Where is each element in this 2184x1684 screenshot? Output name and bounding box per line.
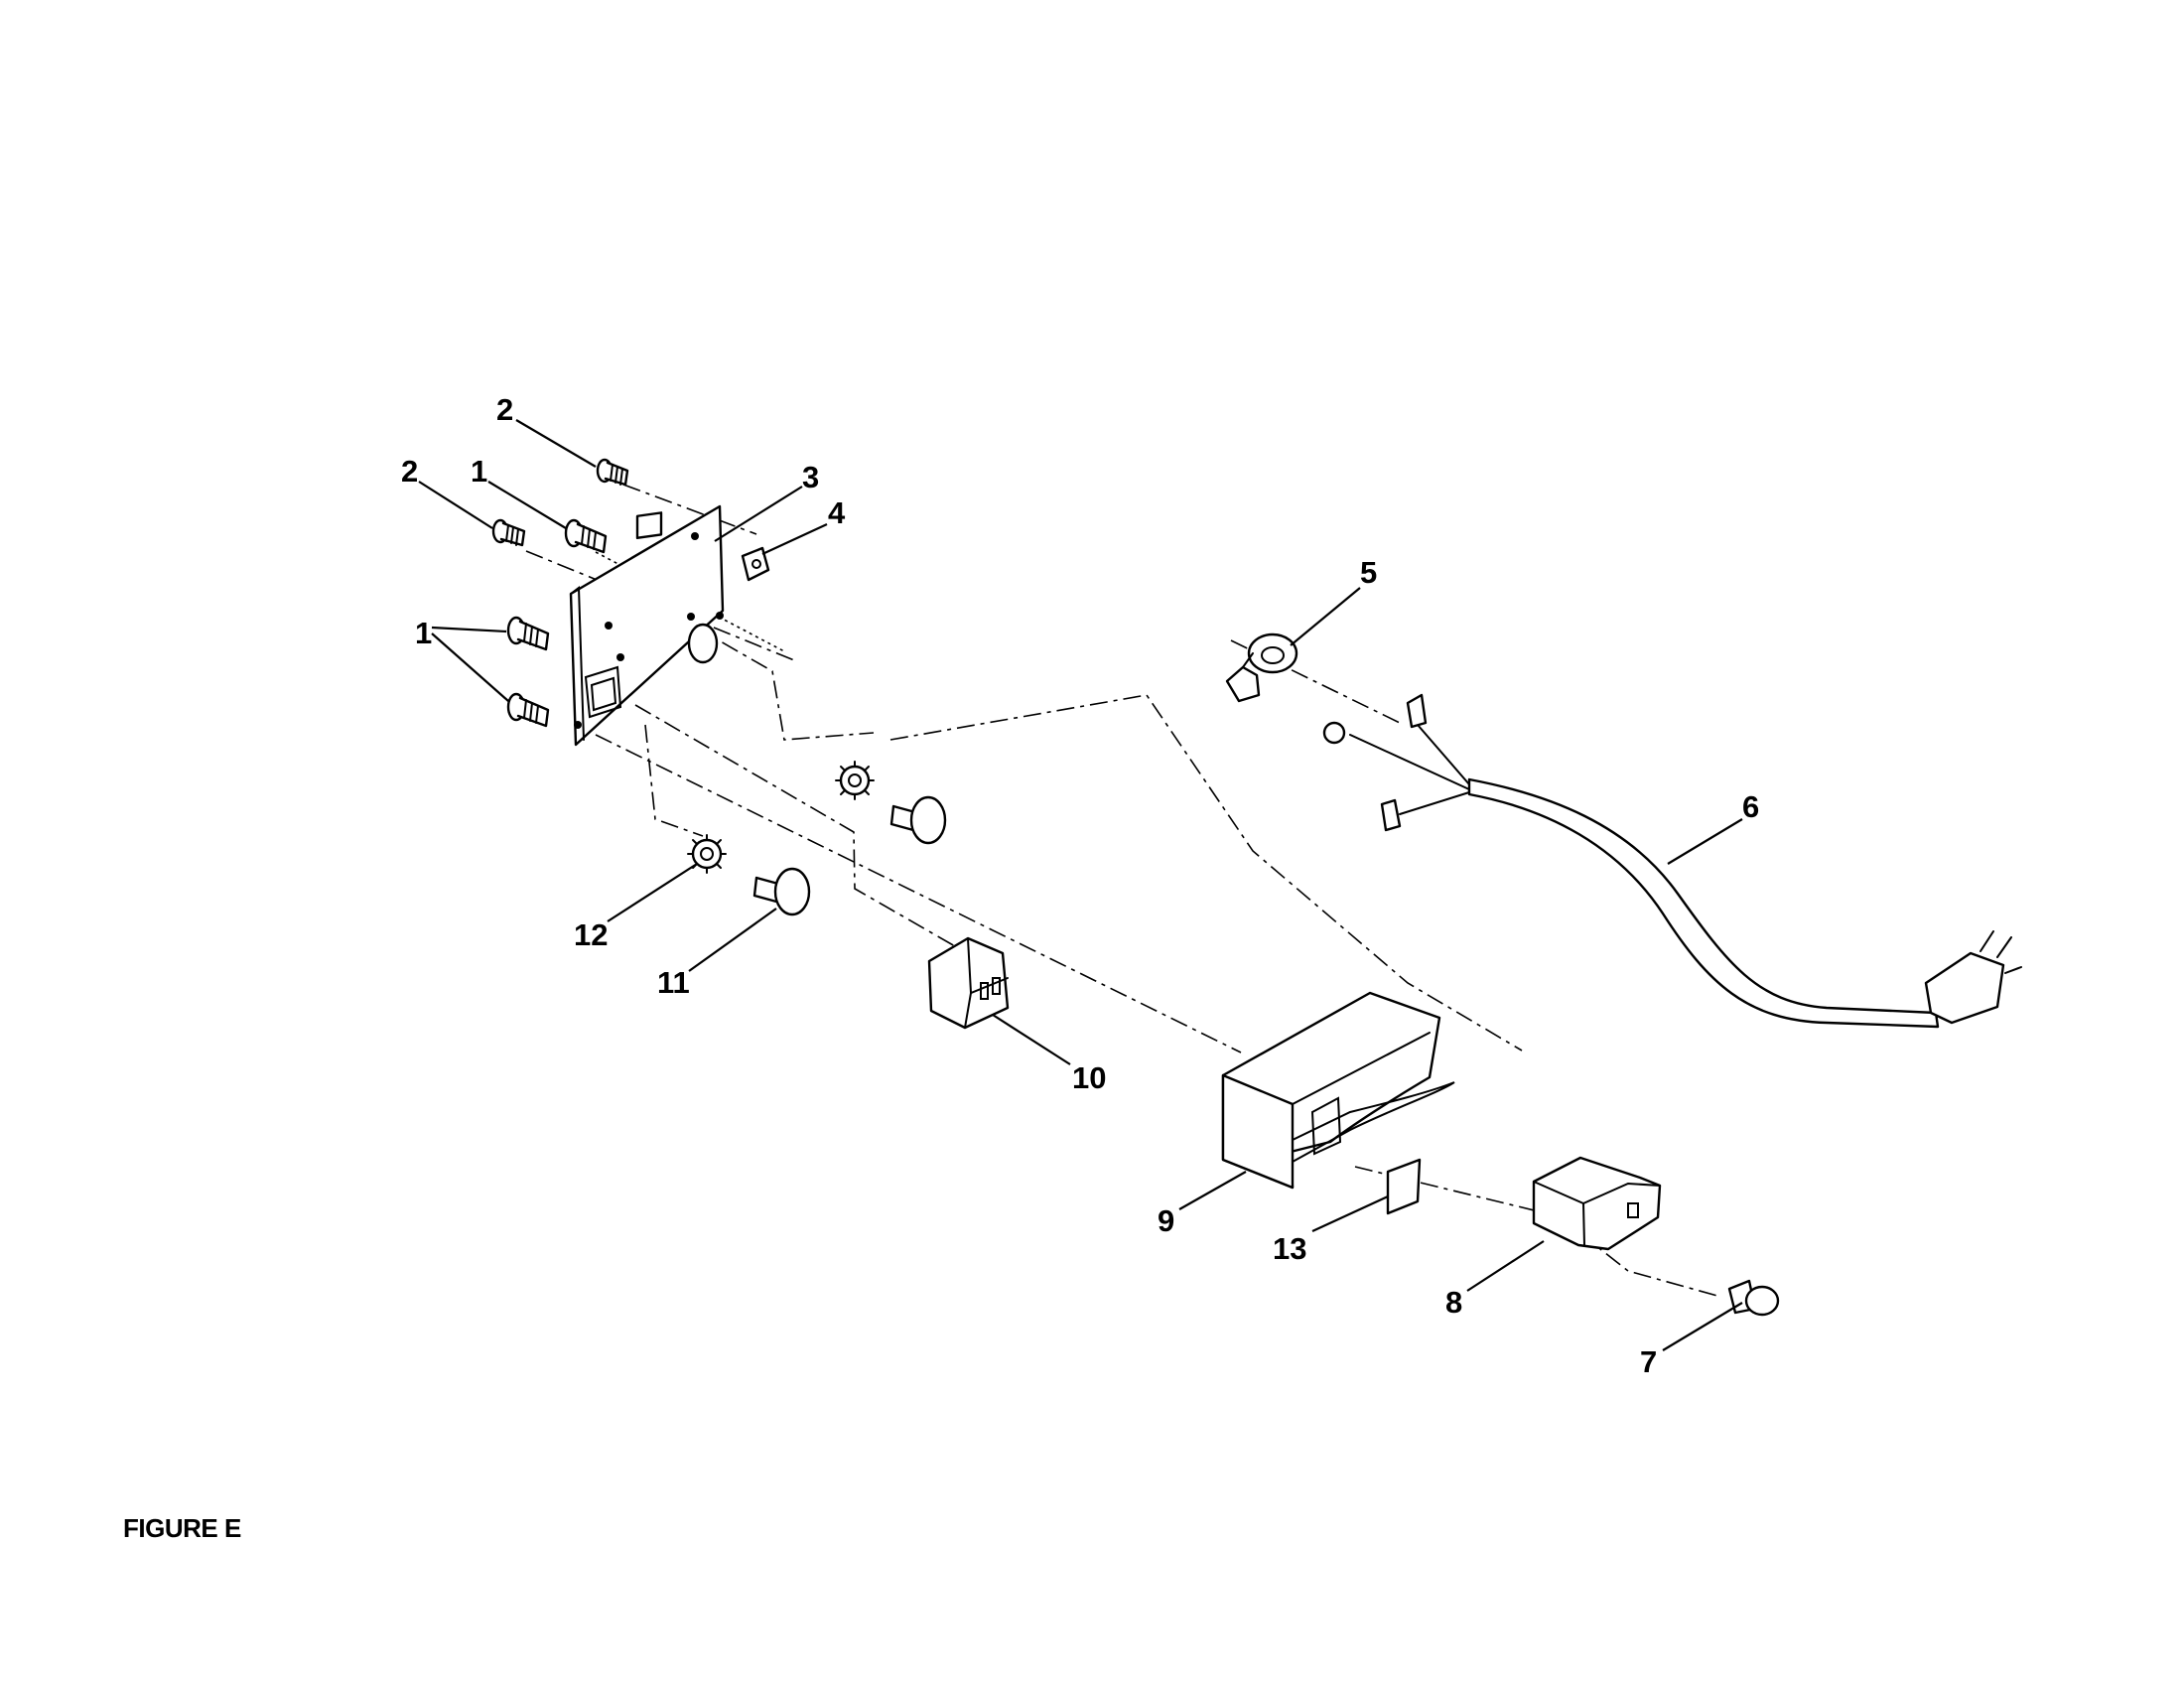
label bbox=[1386, 1158, 1422, 1215]
leader-lines bbox=[418, 419, 1743, 1351]
power-cord bbox=[1322, 693, 2022, 1029]
strain-relief bbox=[1225, 632, 1298, 703]
switch-housing bbox=[1221, 991, 1455, 1190]
truss-screw-lower bbox=[752, 867, 811, 916]
callout-4: 4 bbox=[828, 495, 846, 530]
small-screw-top bbox=[596, 458, 629, 487]
callout-numbers: 2 2 1 3 4 1 5 6 12 11 10 9 13 8 7 bbox=[401, 392, 1759, 1379]
callout-1-top: 1 bbox=[471, 454, 487, 489]
receptacle bbox=[927, 936, 1010, 1030]
lock-washer-lower bbox=[687, 834, 727, 874]
callout-2-top: 2 bbox=[496, 392, 513, 427]
callout-10: 10 bbox=[1072, 1060, 1106, 1095]
figure-title: FIGURE E bbox=[123, 1513, 241, 1543]
callout-9: 9 bbox=[1158, 1203, 1174, 1238]
switch-plate bbox=[569, 504, 725, 747]
callout-6: 6 bbox=[1742, 789, 1759, 824]
mounting-screw-top bbox=[564, 518, 608, 554]
callout-2-left: 2 bbox=[401, 454, 418, 489]
callout-1-left: 1 bbox=[415, 616, 432, 650]
mounting-screw-mid bbox=[506, 616, 550, 651]
truss-screw-upper bbox=[889, 795, 947, 845]
square-nut bbox=[741, 546, 770, 582]
rocker-switch bbox=[1532, 1156, 1662, 1251]
small-screw-left bbox=[491, 518, 526, 547]
callout-5: 5 bbox=[1360, 555, 1377, 590]
switch-key bbox=[1727, 1279, 1780, 1317]
callout-7: 7 bbox=[1640, 1344, 1657, 1379]
lock-washer-upper bbox=[835, 761, 875, 800]
callout-13: 13 bbox=[1273, 1231, 1306, 1266]
callout-11: 11 bbox=[657, 965, 690, 1000]
callout-12: 12 bbox=[574, 917, 608, 952]
callout-3: 3 bbox=[802, 460, 819, 494]
callout-8: 8 bbox=[1445, 1285, 1462, 1320]
mounting-screw-low bbox=[506, 692, 550, 728]
